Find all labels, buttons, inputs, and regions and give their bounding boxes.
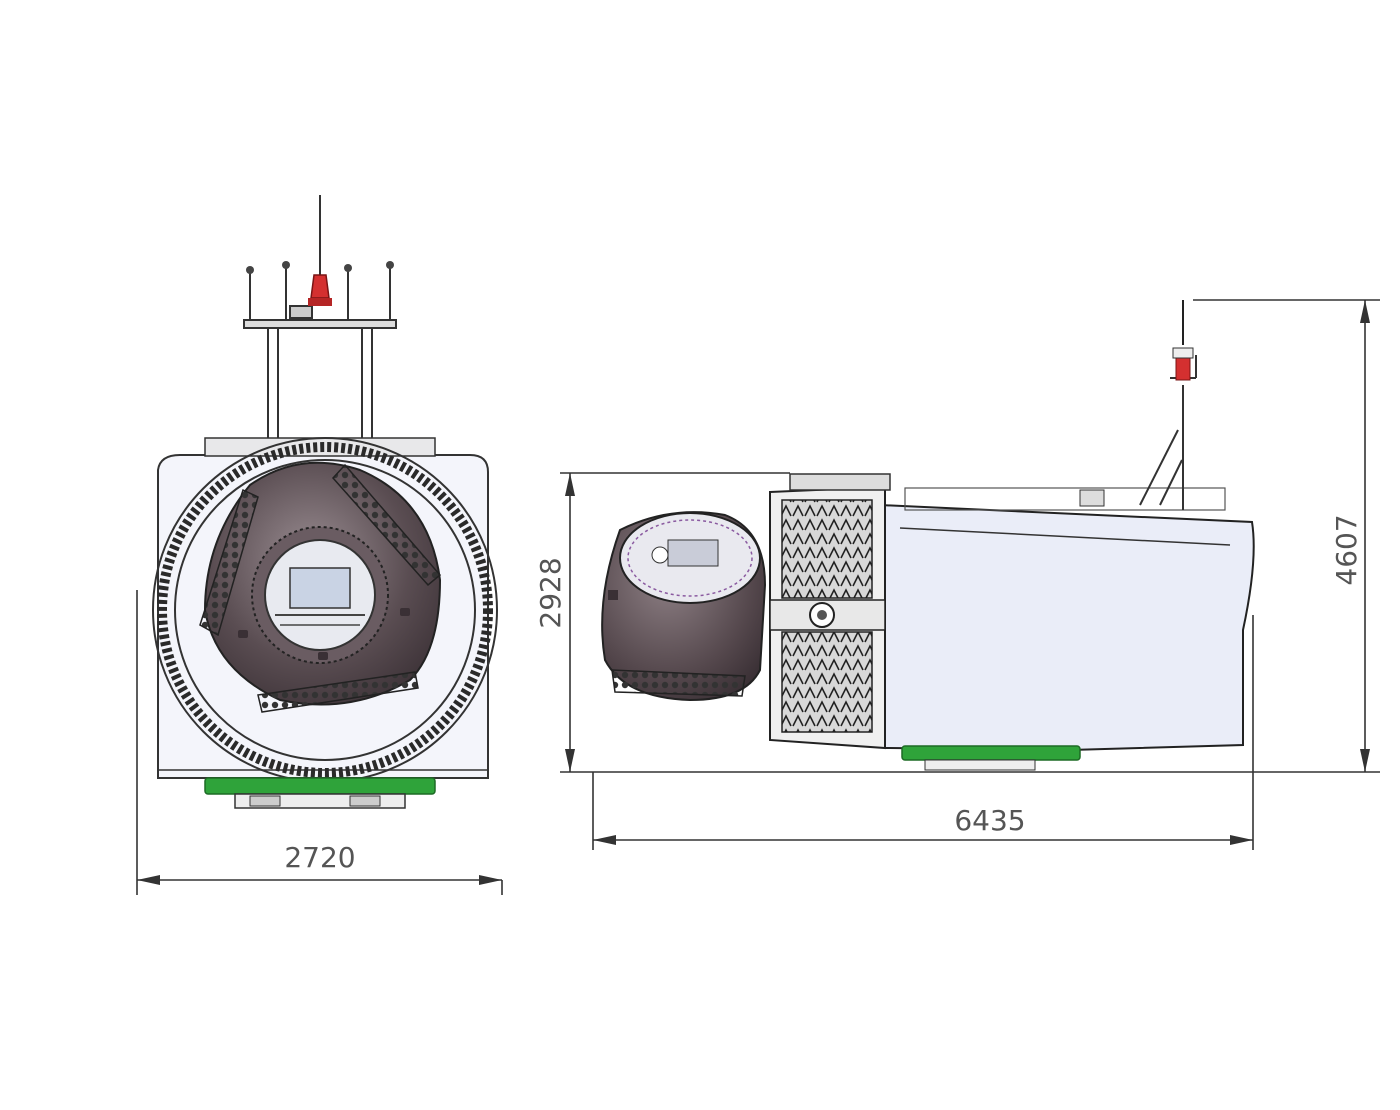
- side-length-label: 6435: [954, 804, 1025, 837]
- side-nacelle-cover: [878, 487, 1255, 752]
- front-hub: [199, 461, 442, 713]
- anemometer-icon: [246, 261, 394, 274]
- side-radiator: [769, 473, 891, 750]
- side-yaw-base: [901, 745, 1081, 771]
- front-view: 2720: [136, 195, 503, 895]
- front-bearing-ring: [152, 437, 498, 783]
- side-hub: [601, 511, 767, 702]
- front-sensor-mast: [243, 195, 397, 440]
- side-sensor-mast: [1139, 310, 1197, 510]
- front-yaw-base: [204, 777, 436, 809]
- side-warning-light-icon: [1172, 347, 1194, 381]
- side-total-height-dimension: 4607: [1193, 299, 1380, 772]
- side-total-height-label: 4607: [1330, 514, 1363, 585]
- front-width-dimension: 2720: [136, 590, 503, 895]
- side-view: 2928 4607 6435: [534, 299, 1380, 850]
- side-length-dimension: 6435: [592, 615, 1254, 850]
- front-width-label: 2720: [284, 841, 355, 874]
- aviation-warning-light-icon: [308, 274, 332, 306]
- side-body-height-dimension: 2928: [534, 472, 790, 772]
- side-body-height-label: 2928: [534, 557, 567, 628]
